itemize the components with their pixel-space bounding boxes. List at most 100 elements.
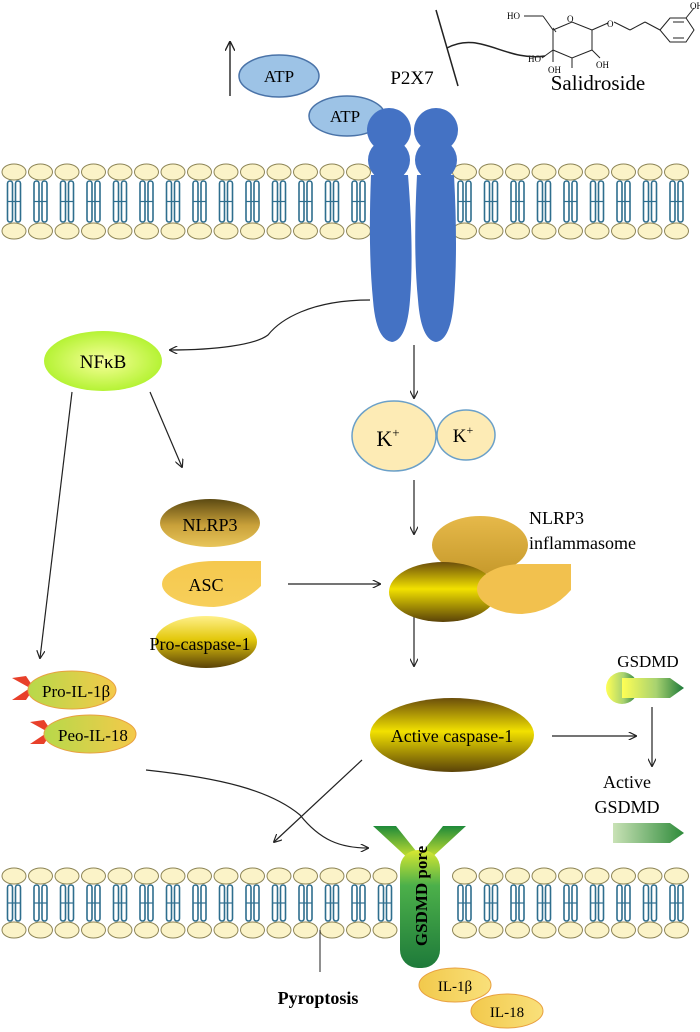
inflammasome-label-line2: inflammasome [529,533,636,553]
phospholipid [293,867,318,939]
gsdmd-label: GSDMD [617,652,678,671]
phospholipid [160,163,186,240]
atp-label-2: ATP [330,107,360,126]
phospholipid [54,867,80,939]
phospholipid [611,163,636,240]
phospholipid [240,867,265,939]
peo-il-18-label: Peo-IL-18 [58,726,128,745]
molecule-oh-phenol: OH [690,1,700,11]
phospholipid [664,163,689,240]
molecule-ho-ring: HO [528,54,541,64]
k-ion-small [436,409,496,461]
pro-caspase-1-node [155,616,257,668]
phospholipid [81,867,106,939]
asc-label: ASC [188,575,223,595]
phospholipid [611,867,636,939]
phospholipid [107,163,133,240]
il-1b-label: IL-1β [438,979,472,995]
phospholipid [28,163,53,240]
p2x7-receptor [367,108,458,342]
molecule-oh-ring-b: OH [596,60,609,70]
cell-membrane-top [1,163,689,240]
phospholipid [584,867,610,939]
phospholipid [240,163,265,240]
peo-il-18-node [30,714,137,754]
il-18-label: IL-18 [490,1005,524,1021]
phospholipid [531,163,557,240]
arrow-nfkb-to-nlrp3 [149,391,182,467]
salidroside-structure [524,7,695,68]
nfkb-label: NFκB [80,352,127,373]
active-gsdmd-label-line2: GSDMD [594,797,659,817]
atp-label-1: ATP [264,67,294,86]
cell-membrane-bottom [1,867,689,939]
phospholipid [478,163,504,240]
phospholipid [160,867,186,939]
phospholipid [531,867,557,939]
nfkb-node [44,331,162,391]
phospholipid [452,163,477,240]
il-1b-node [418,967,492,1003]
p2x7-label: P2X7 [390,68,433,89]
phospholipid [1,163,27,240]
phospholipid [558,163,583,240]
asc-node [162,561,261,607]
active-caspase-1-node [370,698,534,772]
k-ion-large-label: K+ [376,425,399,451]
active-gsdmd-protein [613,823,684,843]
phospholipid [478,867,504,939]
phospholipid [266,163,292,240]
phospholipid [637,163,663,240]
atp-bubble-1 [238,54,320,98]
phospholipid [213,163,239,240]
molecule-ho-left: HO [507,11,520,21]
pro-caspase-1-label: Pro-caspase-1 [150,634,251,654]
il-18-node [470,993,544,1029]
phospholipid [187,867,212,939]
pro-il-1b-node [12,670,117,710]
molecule-oh-ring-a: OH [548,65,561,75]
salidroside-inhibition-line [435,9,546,87]
salidroside-label: Salidroside [551,71,646,95]
arrow-pro-il-to-pore [145,769,368,848]
molecule-o-link: O [607,19,614,29]
phospholipid [134,867,159,939]
nlrp3-label: NLRP3 [182,515,237,535]
phospholipid [293,163,318,240]
arrow-p2x7-to-nfkb [170,299,371,350]
phospholipid [372,867,398,939]
phospholipid [664,867,689,939]
phospholipid [107,867,133,939]
gsdmd-pore [373,826,466,968]
phospholipid [505,163,530,240]
phospholipid [558,867,583,939]
k-ion-large [351,400,437,472]
phospholipid [213,867,239,939]
inflammasome-top [432,516,528,574]
phospholipid [584,163,610,240]
inflammasome-label-line1: NLRP3 [529,508,584,528]
phospholipid [319,163,345,240]
arrow-caspase-to-pore [274,759,363,842]
molecule-o-ring: O [567,14,574,24]
phospholipid [28,867,53,939]
phospholipid [81,163,106,240]
active-caspase-1-label: Active caspase-1 [391,726,513,746]
phospholipid [134,163,159,240]
nlrp3-node [160,499,260,547]
active-gsdmd-label-line1: Active [603,772,651,792]
k-ion-small-label: K+ [453,423,474,447]
phospholipid [187,163,212,240]
arrow-nfkb-to-pro-il [40,391,73,658]
phospholipid [319,867,345,939]
phospholipid [346,163,371,240]
gsdmd-protein [606,672,684,704]
phospholipid [266,867,292,939]
phospholipid [54,163,80,240]
phospholipid [452,867,477,939]
pro-il-1b-label: Pro-IL-1β [42,682,110,701]
inflammasome-asc [477,564,571,614]
phospholipid [346,867,371,939]
